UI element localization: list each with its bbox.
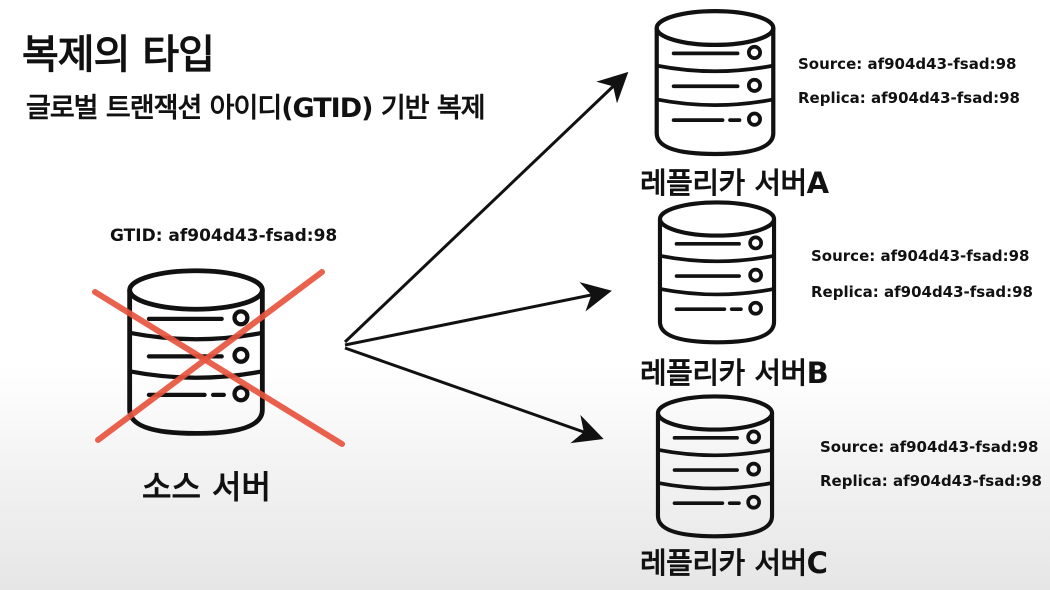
replica-c-source-gtid: Source: af904d43-fsad:98 [820,438,1039,456]
replica-b-source-gtid: Source: af904d43-fsad:98 [811,247,1030,265]
failed-cross-icon [92,269,345,447]
source-server-label: 소스 서버 [142,468,271,506]
replica-c-replica-gtid: Replica: af904d43-fsad:98 [820,472,1042,490]
replica-c-server-icon [658,396,772,536]
replica-a-label: 레플리카 서버A [640,166,829,200]
replica-b-server-icon [660,202,774,342]
replica-a-replica-gtid: Replica: af904d43-fsad:98 [798,89,1020,107]
arrow-to-replica-c [344,346,604,444]
replica-c-label: 레플리카 서버C [640,546,828,580]
replica-b-label: 레플리카 서버B [640,356,829,390]
page-subtitle: 글로벌 트랜잭션 아이디(GTID) 기반 복제 [26,93,486,124]
arrow-to-replica-a [343,71,629,344]
page-title: 복제의 타입 [22,32,215,78]
replica-a-source-gtid: Source: af904d43-fsad:98 [798,55,1017,73]
replica-a-server-icon [657,11,774,154]
replica-b-replica-gtid: Replica: af904d43-fsad:98 [811,283,1033,301]
arrow-to-replica-b [344,282,612,347]
source-gtid-label: GTID: af904d43-fsad:98 [110,226,338,246]
